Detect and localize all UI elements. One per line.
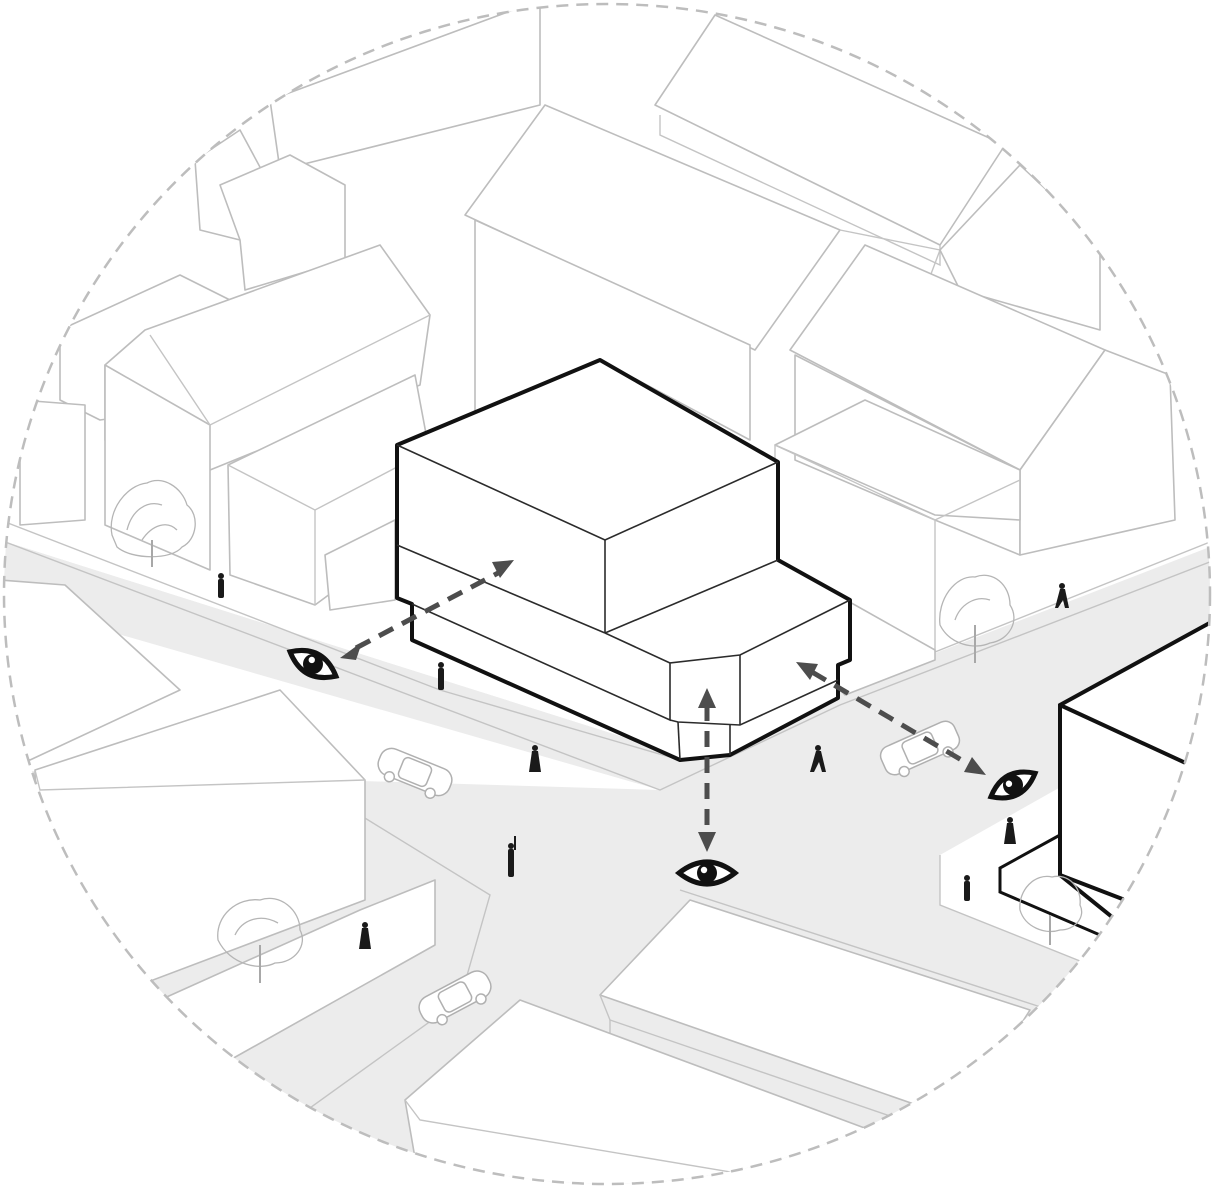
person-icon <box>218 573 224 598</box>
eye-icon <box>286 648 340 680</box>
eye-icon <box>987 769 1039 801</box>
pedestrians <box>218 573 1069 949</box>
viewpoints <box>286 648 1039 887</box>
car-icon <box>418 970 492 1026</box>
focus-building <box>395 358 852 762</box>
person-icon <box>964 875 970 901</box>
context-buildings-lower-center <box>404 899 1031 1184</box>
sightline-center <box>698 688 716 852</box>
tree-icon <box>217 897 303 983</box>
person-icon <box>1055 583 1069 608</box>
person-icon <box>529 745 541 772</box>
context-buildings-lower-left <box>4 579 436 1061</box>
person-icon <box>508 836 516 877</box>
context-buildings-top-left <box>19 4 541 611</box>
tree-icon <box>939 574 1015 663</box>
person-icon <box>810 745 826 772</box>
tree-icon <box>110 479 196 567</box>
person-icon <box>359 922 371 949</box>
eye-icon <box>674 859 740 887</box>
car-icon <box>377 747 453 799</box>
sightlines <box>340 560 986 852</box>
tree-icon <box>1019 875 1083 945</box>
sightline-left <box>340 560 514 660</box>
person-icon <box>438 662 444 690</box>
person-icon <box>1004 817 1016 844</box>
sightline-right <box>796 662 986 775</box>
street-trees <box>110 479 1083 983</box>
cars <box>377 720 961 1026</box>
